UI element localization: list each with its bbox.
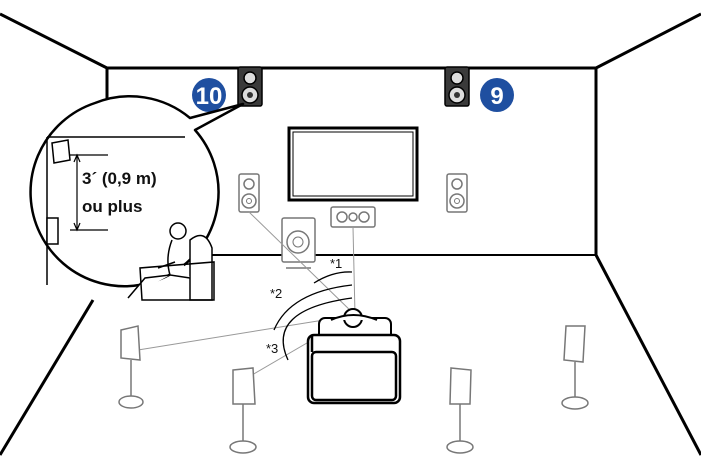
distance-label-line2: ou plus [82,197,142,216]
badge-9: 9 [480,78,514,112]
callout-wall [46,136,185,285]
svg-text:9: 9 [490,83,503,110]
front-left-speaker-icon [238,173,260,213]
angle-label-1: *1 [330,256,342,271]
dimension-marker [70,153,108,232]
callout-front-speaker-icon [46,217,59,245]
angle-label-3: *3 [266,341,278,356]
surround-right-speaker-icon [561,325,589,410]
center-speaker-icon [330,206,376,228]
top-right-speaker-icon [444,66,470,107]
angle-label-2: *2 [270,286,282,301]
callout-listener-icon [127,222,215,301]
room-outline [0,12,701,456]
tv-icon [287,126,419,202]
callout-top-speaker-icon [51,139,71,164]
front-right-speaker-icon [446,173,468,213]
surround-left-speaker-icon [118,325,144,409]
top-left-speaker-icon [237,66,263,107]
sofa-icon [306,333,402,405]
surround-back-left-speaker-icon [229,367,257,454]
subwoofer-icon [281,217,316,269]
distance-label-line1: 3´ (0,9 m) [82,169,157,188]
svg-text:10: 10 [196,83,223,110]
surround-back-right-speaker-icon [446,367,474,454]
angle-arcs [273,271,353,361]
badge-10: 10 [192,78,226,112]
